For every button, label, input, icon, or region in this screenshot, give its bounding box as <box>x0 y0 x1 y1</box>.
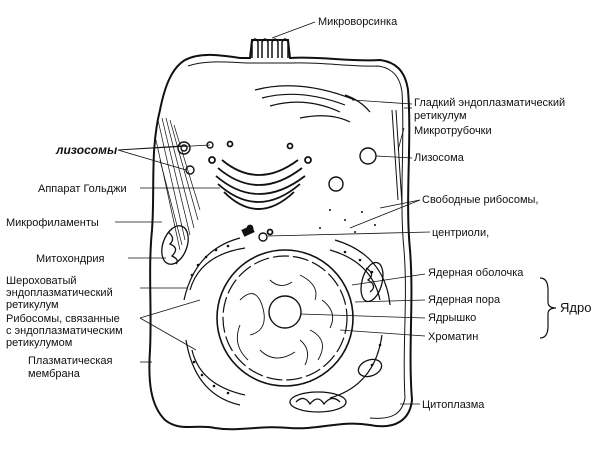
label-golgi: Аппарат Гольджи <box>38 183 127 195</box>
label-bound-ribosomes-3: ретикулумом <box>6 337 72 349</box>
label-bound-ribosomes: Рибосомы, связанные <box>6 313 120 325</box>
label-mitochondrion: Митохондрия <box>36 253 104 265</box>
microvilli-group <box>251 38 289 58</box>
label-rough-er-2: эндоплазматический <box>6 287 113 299</box>
plasma-membrane-inner <box>187 61 406 419</box>
microfilaments-drawing <box>155 117 201 251</box>
label-microtubules: Микротрубочки <box>414 125 492 137</box>
bound-ribosomes-dots <box>190 244 382 395</box>
label-plasma-membrane: Плазматическая <box>28 355 113 367</box>
label-nuclear-pore: Ядерная пора <box>428 294 501 306</box>
mitochondria-drawing <box>161 225 384 413</box>
leader-lines <box>115 21 557 405</box>
plasma-membrane <box>148 39 414 431</box>
label-smooth-er-2: ретикулум <box>414 110 467 122</box>
label-lysosome: Лизосома <box>414 152 465 164</box>
label-microfilaments: Микрофиламенты <box>6 217 99 229</box>
label-centrioles: центриоли, <box>432 227 489 239</box>
lysosomes-drawing <box>177 141 377 192</box>
label-rough-er: Шероховатый <box>6 275 77 287</box>
centrioles-drawing <box>241 225 268 242</box>
label-plasma-membrane-2: мембрана <box>28 368 81 380</box>
nucleus-drawing <box>216 249 354 387</box>
label-lysosomes: лизосомы <box>55 143 118 157</box>
label-cytoplasm: Цитоплазма <box>422 399 485 411</box>
label-nucleolus: Ядрышко <box>428 312 476 324</box>
golgi-drawing <box>208 140 312 236</box>
label-rough-er-3: ретикулум <box>6 299 59 311</box>
label-free-ribosomes: Свободные рибосомы, <box>422 194 538 206</box>
smooth-er-drawing <box>254 85 371 123</box>
label-microvilli: Микроворсинка <box>318 16 398 28</box>
free-ribosomes-dots <box>319 209 376 233</box>
label-nucleus: Ядро <box>560 300 591 315</box>
label-nuclear-envelope: Ядерная оболочка <box>428 267 524 279</box>
label-smooth-er: Гладкий эндоплазматический <box>414 97 565 109</box>
label-bound-ribosomes-2: с эндоплазматическим <box>6 325 123 337</box>
label-chromatin: Хроматин <box>428 331 478 343</box>
